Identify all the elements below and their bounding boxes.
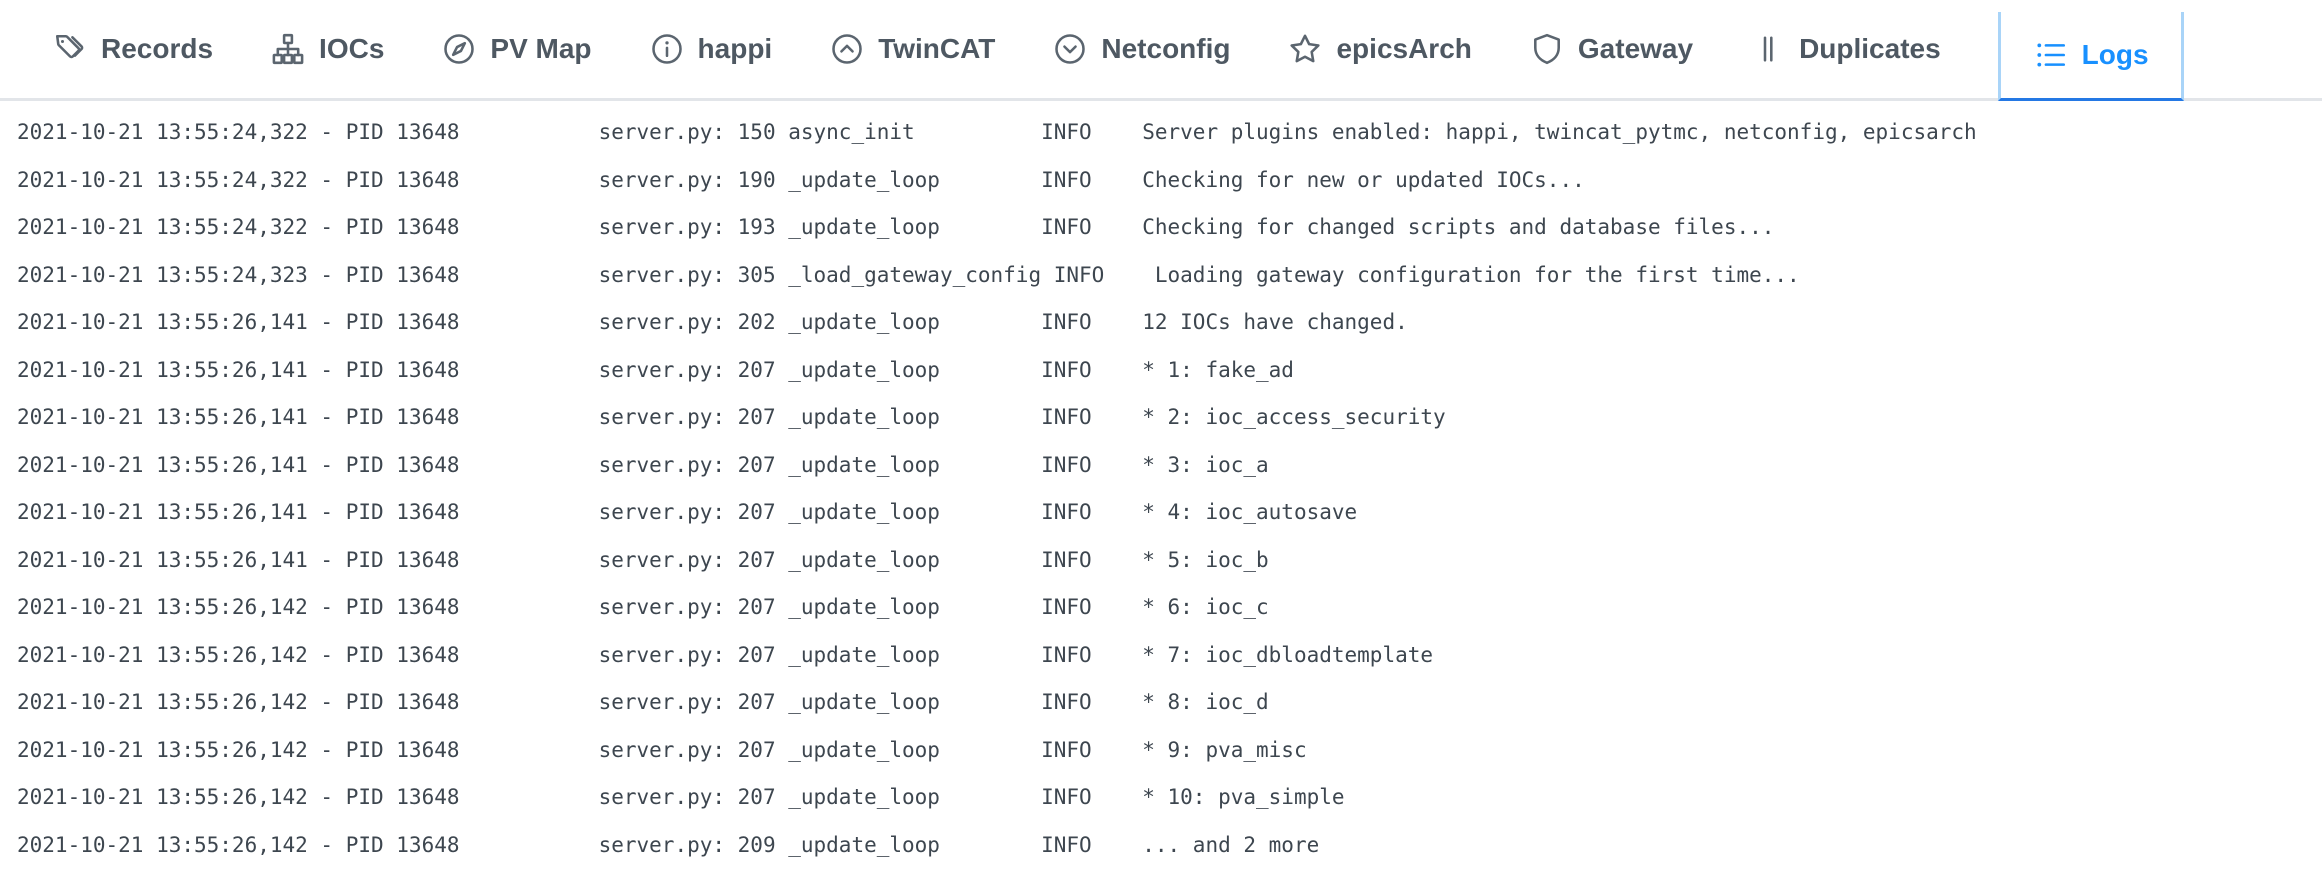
tab-label: Netconfig: [1101, 33, 1231, 64]
tab-twincat[interactable]: TwinCAT: [829, 31, 995, 67]
log-line: 2021-10-21 13:55:24,322 - PID 13648 serv…: [17, 120, 1977, 144]
log-line: 2021-10-21 13:55:26,142 - PID 13648 serv…: [17, 690, 1269, 714]
log-line: 2021-10-21 13:55:26,142 - PID 13648 serv…: [17, 737, 1307, 762]
log-line: 2021-10-21 13:55:26,141 - PID 13648 serv…: [17, 310, 1408, 334]
log-viewer[interactable]: 2021-10-21 13:55:24,322 - PID 13648 serv…: [0, 101, 2322, 869]
list-icon: [2033, 37, 2069, 73]
log-line: 2021-10-21 13:55:26,142 - PID 13648 serv…: [17, 642, 1434, 667]
log-line: 2021-10-21 13:55:26,141 - PID 13648 serv…: [17, 547, 1269, 572]
tab-label: PV Map: [490, 33, 592, 64]
up-circle-icon: [829, 31, 865, 67]
log-line: 2021-10-21 13:55:26,141 - PID 13648 serv…: [17, 500, 1358, 524]
tags-icon: [52, 31, 88, 67]
log-line: 2021-10-21 13:55:24,323 - PID 13648 serv…: [17, 262, 1800, 287]
tab-label: Duplicates: [1799, 33, 1941, 64]
tab-label: epicsArch: [1336, 33, 1472, 64]
compass-icon: [441, 31, 477, 67]
tab-gateway[interactable]: Gateway: [1529, 31, 1693, 67]
log-line: 2021-10-21 13:55:26,141 - PID 13648 serv…: [17, 405, 1446, 429]
tab-label: Logs: [2081, 39, 2149, 70]
info-circle-icon: [649, 31, 685, 67]
down-circle-icon: [1052, 31, 1088, 67]
tab-duplicates[interactable]: Duplicates: [1750, 31, 1941, 67]
tab-epicsarch[interactable]: epicsArch: [1287, 31, 1472, 67]
tab-bar: Records IOCs PV Map happi TwinCAT Netcon…: [0, 0, 2322, 101]
tab-happi[interactable]: happi: [649, 31, 773, 67]
tab-label: IOCs: [319, 33, 385, 64]
pause-icon: [1750, 31, 1786, 67]
log-line: 2021-10-21 13:55:26,142 - PID 13648 serv…: [17, 595, 1269, 619]
tab-netconfig[interactable]: Netconfig: [1052, 31, 1230, 67]
tab-iocs[interactable]: IOCs: [270, 31, 384, 67]
tab-pv-map[interactable]: PV Map: [441, 31, 592, 67]
log-line: 2021-10-21 13:55:26,141 - PID 13648 serv…: [17, 357, 1294, 382]
log-line: 2021-10-21 13:55:24,322 - PID 13648 serv…: [17, 215, 1775, 239]
tab-records[interactable]: Records: [52, 31, 213, 67]
apartment-icon: [270, 31, 306, 67]
log-line: 2021-10-21 13:55:24,322 - PID 13648 serv…: [17, 167, 1585, 192]
log-line: 2021-10-21 13:55:26,142 - PID 13648 serv…: [17, 832, 1320, 857]
tab-logs[interactable]: Logs: [1997, 12, 2184, 101]
star-icon: [1287, 31, 1323, 67]
tab-label: Gateway: [1577, 33, 1694, 64]
tab-label: happi: [697, 33, 773, 64]
log-line: 2021-10-21 13:55:26,142 - PID 13648 serv…: [17, 785, 1345, 809]
tab-label: TwinCAT: [878, 33, 996, 64]
tab-label: Records: [101, 33, 214, 64]
log-line: 2021-10-21 13:55:26,141 - PID 13648 serv…: [17, 452, 1269, 477]
shield-icon: [1529, 31, 1565, 67]
